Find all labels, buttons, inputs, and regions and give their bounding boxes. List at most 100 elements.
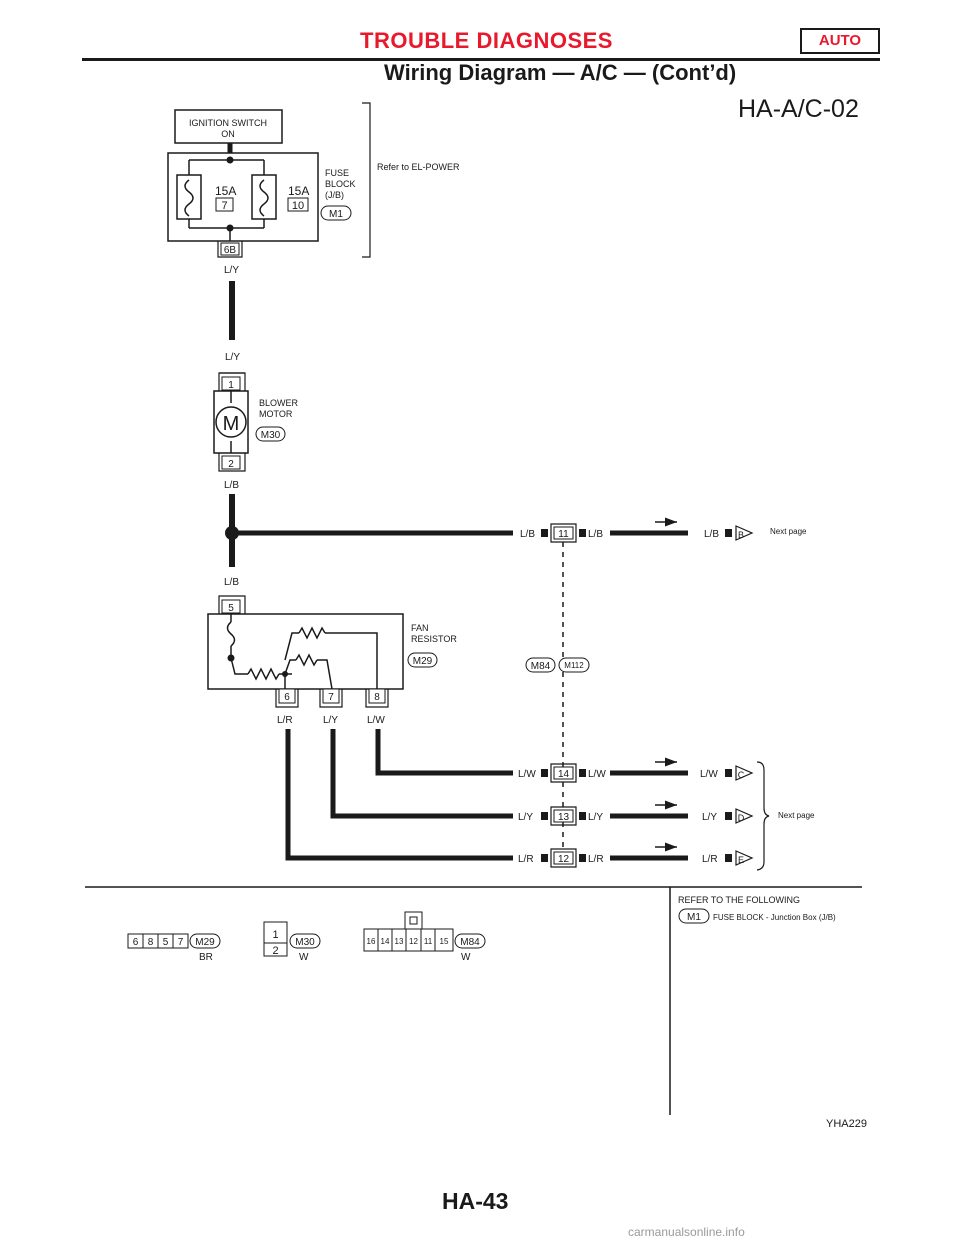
svg-text:L/W: L/W [588,769,606,780]
svg-text:L/Y: L/Y [518,812,533,823]
svg-text:L/R: L/R [702,854,718,865]
svg-text:L/W: L/W [700,769,718,780]
pin-label: 7 [328,692,334,703]
svg-text:M29: M29 [195,937,215,948]
fuse-terminal: 6B [217,241,243,258]
fuse-number: 7 [221,200,227,212]
fuse-rating: 15A [215,184,236,198]
pin-label: 11 [558,529,569,540]
resistor-icon [298,626,326,640]
refer-section: REFER TO THE FOLLOWING M1 FUSE BLOCK - J… [678,895,836,924]
ignition-label: IGNITION SWITCH [189,118,267,128]
connector-id: M30 [261,430,281,441]
svg-text:L/W: L/W [518,769,536,780]
pin-label: 14 [558,769,570,780]
svg-text:L/B: L/B [520,529,535,540]
svg-text:M84: M84 [531,661,551,672]
svg-text:1: 1 [272,929,278,941]
pin-label: 5 [228,603,234,614]
section-title: TROUBLE DIAGNOSES [360,28,613,53]
wire-color-label: L/R [277,715,293,726]
svg-text:M112: M112 [564,661,584,670]
fuse-icon [184,179,194,217]
group-brace [756,761,770,871]
resistor-icon [247,667,280,681]
pin-label: 1 [228,380,234,391]
motor-icon [215,406,247,438]
fuse-block-label: FUSE [325,168,349,178]
svg-text:16: 16 [367,937,376,946]
svg-text:L/Y: L/Y [702,812,717,823]
off-page-connector-icon [735,525,754,541]
fuse-rating: 15A [288,184,309,198]
diagram-id: HA-A/C-02 [738,95,859,123]
pin-label: 12 [558,854,570,865]
next-page-note: Next page [770,527,807,536]
pin-label: 8 [374,692,380,703]
off-page-connector-icon [735,765,754,781]
wire-color-label: L/B [224,577,239,588]
blower-motor: 1 M 2 BLOWER MOTOR M30 [213,372,299,472]
legend-connector-m29: 6 8 5 7 M29 BR [127,933,221,963]
svg-text:M84: M84 [460,937,480,948]
svg-text:6B: 6B [224,245,237,256]
refer-heading: REFER TO THE FOLLOWING [678,895,800,905]
fuse-number: 10 [292,200,304,212]
svg-text:BR: BR [199,952,213,963]
figure-code: YHA229 [826,1118,867,1130]
svg-text:L/Y: L/Y [588,812,603,823]
pin-label: 13 [558,812,570,823]
ignition-switch: IGNITION SWITCH ON [174,109,283,144]
connector-id: M29 [413,656,433,667]
wire-color-label: L/Y [225,352,240,363]
page-number: HA-43 [442,1188,509,1214]
svg-text:C: C [738,770,745,780]
svg-text:2: 2 [272,945,278,957]
thermal-fuse-icon [226,621,236,647]
output-line-b: L/B 11 L/B L/B B Next page [232,517,807,543]
svg-text:D: D [738,813,745,823]
svg-text:M30: M30 [295,937,315,948]
output-line-d: L/Y 13 L/Y L/Y D [518,800,754,826]
wire-color-label: L/B [224,480,239,491]
wire-l-y [330,729,513,819]
off-page-connector-icon [735,808,754,824]
svg-text:6: 6 [133,937,139,948]
resistor-icon [295,653,318,667]
connector-id: M1 [329,209,343,220]
svg-text:7: 7 [178,937,184,948]
wire-l-r [285,729,513,861]
fan-resistor: 5 6 7 8 FAN RESISTOR M29 [207,595,457,708]
svg-text:W: W [299,952,309,963]
wire-color-label: L/Y [224,265,239,276]
legend-connector-m84: 16 14 13 12 11 15 M84 W [363,911,486,963]
ignition-state: ON [221,129,235,139]
svg-text:15: 15 [440,937,449,946]
connector-id: M1 [687,912,701,923]
junction-connector-label: M84 M112 [525,657,590,673]
svg-text:8: 8 [148,937,154,948]
svg-text:W: W [461,952,471,963]
resistor-label: FAN [411,623,429,633]
motor-symbol: M [223,413,240,435]
motor-label: MOTOR [259,409,293,419]
output-line-e: L/R 12 L/R L/R E [518,842,754,868]
transmission-badge: AUTO [800,28,880,54]
svg-text:14: 14 [381,937,390,946]
svg-text:5: 5 [163,937,169,948]
refer-text: FUSE BLOCK - Junction Box (J/B) [713,913,836,922]
next-page-note: Next page [778,811,815,820]
svg-text:E: E [738,855,744,865]
pin-label: 2 [228,459,234,470]
fuse-icon [259,179,269,217]
svg-text:L/B: L/B [704,529,719,540]
watermark: carmanualsonline.info [628,1225,745,1239]
header-rule [82,58,880,61]
wire-color-label: L/Y [323,715,338,726]
fuse-block-label: BLOCK [325,179,356,189]
svg-text:11: 11 [424,937,433,946]
wire-l-w [375,729,513,776]
svg-text:L/B: L/B [588,529,603,540]
off-page-connector-icon [735,850,754,866]
